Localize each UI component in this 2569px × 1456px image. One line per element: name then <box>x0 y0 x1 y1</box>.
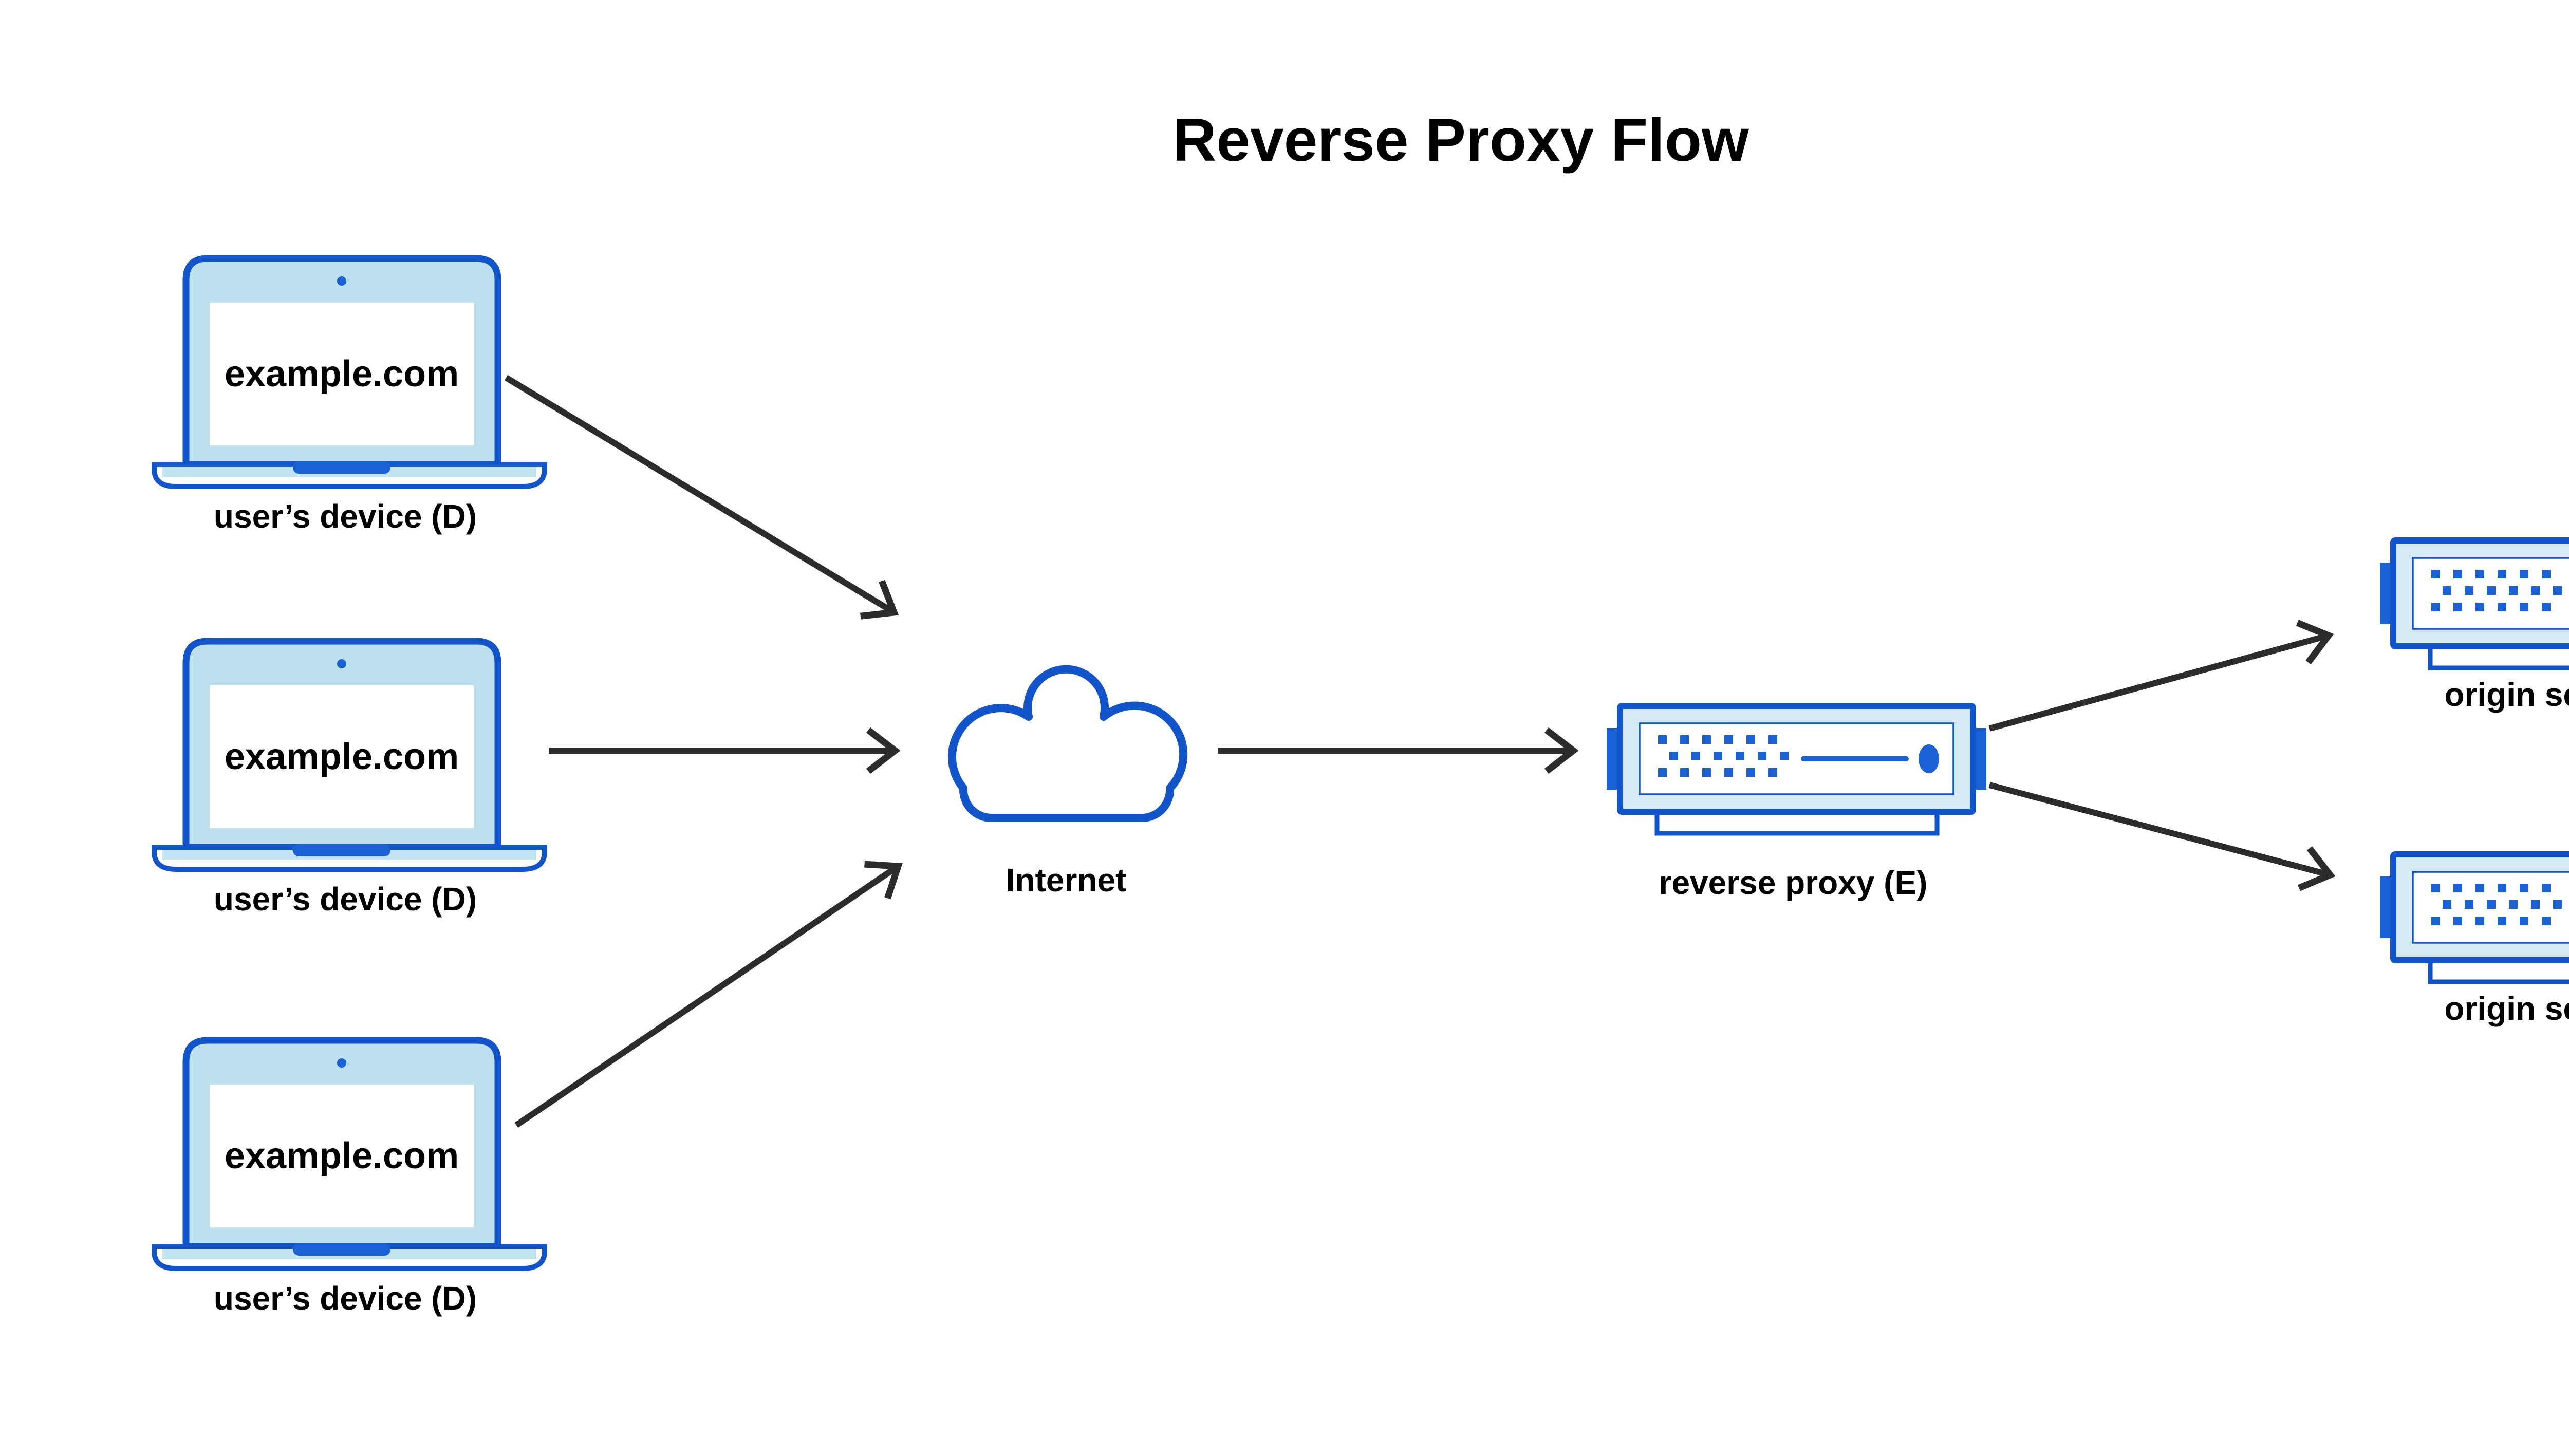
laptop-screen-url: example.com <box>225 353 459 395</box>
laptop-icon <box>152 255 547 489</box>
webcam-icon <box>337 276 346 286</box>
arrow-proxy-to-origin2 <box>1988 782 2336 891</box>
device-label: user’s device (D) <box>214 498 477 535</box>
server-icon <box>2380 537 2569 670</box>
laptop-screen-url: example.com <box>225 1135 459 1177</box>
laptop-screen-url: example.com <box>225 736 459 777</box>
cloud-icon <box>947 665 1188 823</box>
webcam-icon <box>337 1058 346 1068</box>
server-icon <box>1607 703 1986 836</box>
flow-arrows <box>504 375 2336 1128</box>
internet-label: Internet <box>1006 862 1127 899</box>
server-vent-dots <box>2431 884 2562 925</box>
user-device-2: example.com user’s device (D) <box>152 638 547 918</box>
laptop-base-notch <box>293 1243 390 1256</box>
internet-node: Internet <box>947 665 1188 899</box>
server-vent-dots <box>1658 735 1789 777</box>
laptop-screen <box>210 1085 474 1227</box>
user-device-3: example.com user’s device (D) <box>152 1037 547 1317</box>
webcam-icon <box>337 659 346 668</box>
page-title: Reverse Proxy Flow <box>1172 106 1749 174</box>
origin-server-1: origin server (F) <box>2380 537 2569 713</box>
origin-server-2: origin server (F) <box>2380 851 2569 1027</box>
device-label: user’s device (D) <box>214 1280 477 1317</box>
arrow-device3-to-internet <box>514 861 903 1128</box>
reverse-proxy-label: reverse proxy (E) <box>1659 864 1928 901</box>
laptop-base-notch <box>293 844 390 856</box>
laptop-icon <box>152 638 547 872</box>
origin-server-label: origin server (F) <box>2444 676 2569 713</box>
device-label: user’s device (D) <box>214 881 477 918</box>
reverse-proxy-node: reverse proxy (E) <box>1607 703 1986 901</box>
server-vent-dots <box>2431 570 2562 611</box>
laptop-base-notch <box>293 461 390 474</box>
server-icon <box>2380 851 2569 984</box>
server-slot-line <box>1801 756 1909 761</box>
laptop-icon <box>152 1037 547 1271</box>
server-led-dot <box>1919 744 1939 773</box>
laptop-screen <box>210 685 474 828</box>
laptop-screen <box>210 303 474 445</box>
origin-server-label: origin server (F) <box>2444 990 2569 1027</box>
user-device-1: example.com user’s device (D) <box>152 255 547 535</box>
arrow-proxy-to-origin1 <box>1988 620 2334 732</box>
arrow-device1-to-internet <box>504 375 899 620</box>
